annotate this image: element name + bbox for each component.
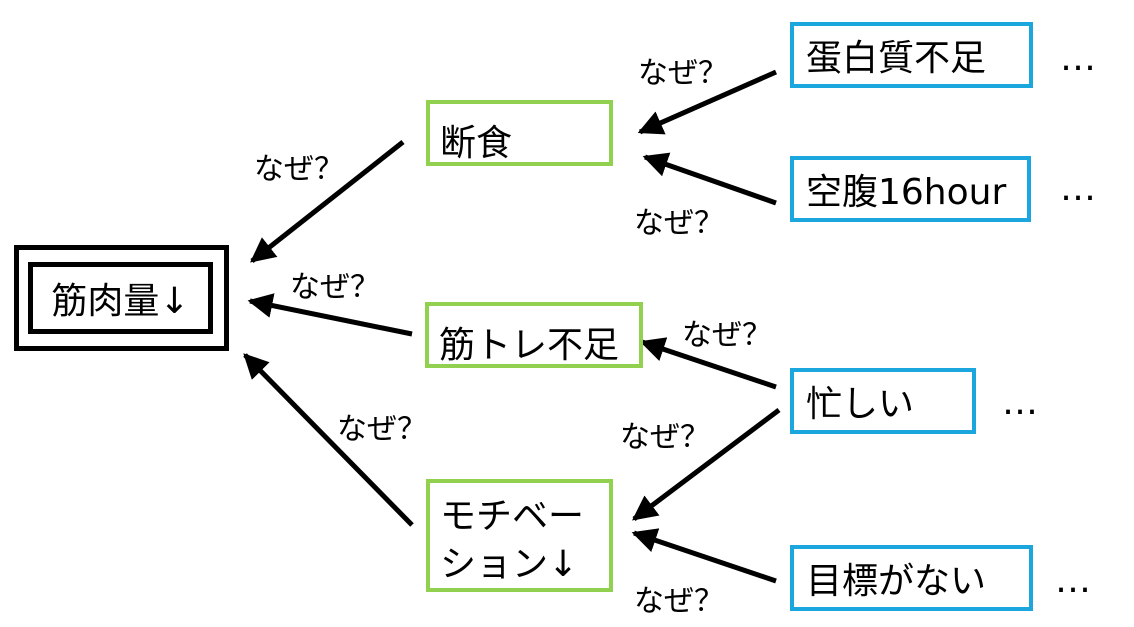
why-label: なぜ？ [634, 584, 724, 619]
root-node: 筋肉量↓ [28, 262, 213, 334]
root-cause-node-hunger: 空腹16hour [790, 156, 1031, 222]
arrow-motivation-to-root [243, 353, 414, 527]
root-node-outer-frame [14, 245, 229, 351]
arrow-hunger-to-fasting [642, 152, 777, 206]
why-label: なぜ？ [290, 270, 380, 305]
root-node-label: 筋肉量↓ [51, 281, 190, 322]
why-label: なぜ？ [682, 318, 772, 353]
cause-node-label-line1: モチベー [440, 496, 585, 537]
why-label: なぜ？ [254, 152, 344, 187]
arrow-busy-to-training [639, 337, 777, 390]
ellipsis: … [1055, 560, 1093, 601]
ellipsis: … [1002, 382, 1040, 423]
arrow-nogoal-to-motivation [631, 528, 777, 584]
why-label: なぜ？ [638, 56, 728, 91]
root-cause-label: 忙しい [806, 384, 915, 425]
cause-node-label-line2: ション↓ [440, 544, 579, 585]
why-label: なぜ？ [337, 412, 427, 447]
root-cause-label: 蛋白質不足 [806, 38, 987, 79]
cause-node-motivation: モチベー ション↓ [426, 479, 613, 592]
cause-node-lack-training: 筋トレ不足 [425, 302, 643, 368]
root-cause-node-protein: 蛋白質不足 [790, 22, 1033, 88]
root-cause-node-no-goal: 目標がない [790, 545, 1033, 611]
arrow-fasting-to-root [250, 140, 405, 263]
root-cause-label: 目標がない [806, 561, 987, 602]
ellipsis: … [1060, 168, 1098, 209]
root-cause-node-busy: 忙しい [790, 368, 976, 434]
cause-node-label: 断食 [440, 123, 513, 164]
why-label: なぜ？ [634, 206, 724, 241]
arrow-protein-to-fasting [637, 69, 778, 135]
ellipsis: … [1060, 38, 1098, 79]
cause-node-fasting: 断食 [426, 100, 613, 166]
arrow-busy-to-motivation [632, 408, 781, 521]
root-cause-label: 空腹16hour [806, 172, 1007, 213]
why-label: なぜ？ [620, 420, 710, 455]
cause-node-label: 筋トレ不足 [439, 325, 620, 366]
arrow-training-to-root [247, 293, 413, 337]
